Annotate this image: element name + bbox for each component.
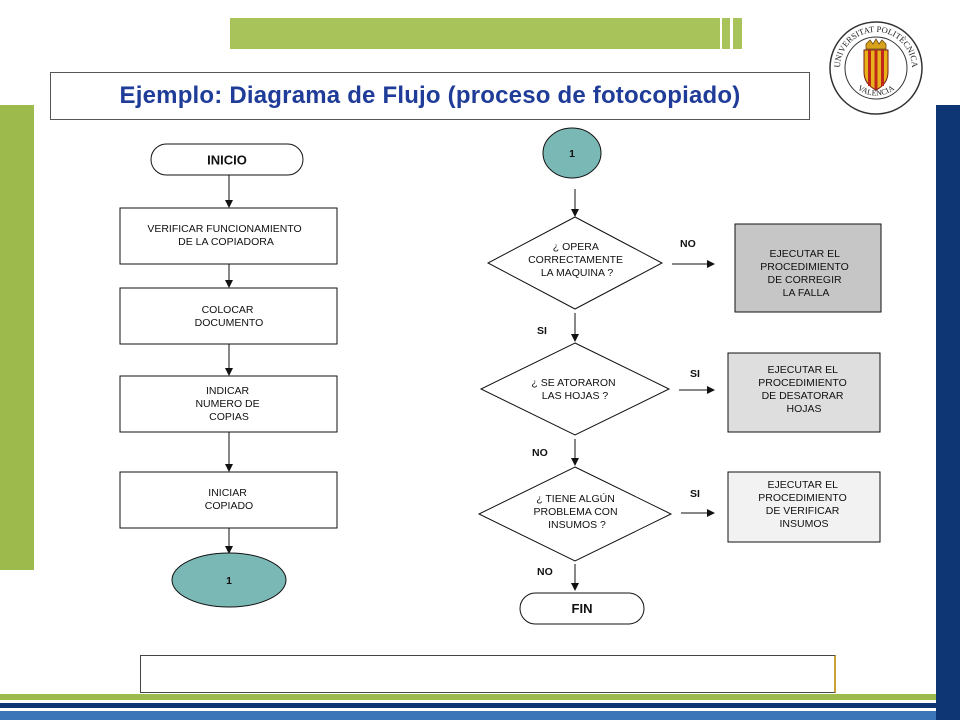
right-accent-bar	[936, 105, 960, 720]
decision-opera	[486, 216, 664, 310]
footer-stripe-navy	[0, 703, 936, 708]
action-corregir-falla	[734, 223, 882, 313]
action-desatorar-hojas	[727, 352, 881, 433]
action-verificar-insumos-text: EJECUTAR EL PROCEDIMIENTO DE VERIFICAR I…	[758, 479, 849, 530]
process-step-iniciar	[119, 471, 338, 529]
decision-insumos	[477, 466, 673, 562]
action-desatorar-hojas-text: EJECUTAR EL PROCEDIMIENTO DE DESATORAR H…	[758, 364, 849, 415]
action-verificar-insumos	[727, 471, 881, 543]
connector-left-label: 1	[226, 575, 232, 587]
process-step-verificar	[119, 207, 338, 265]
process-step-verificar-text: VERIFICAR FUNCIONAMIENTO DE LA COPIADORA	[147, 223, 304, 248]
branch-label-no: NO	[680, 238, 696, 250]
connector-left	[171, 552, 287, 608]
decision-insumos-text: ¿ TIENE ALGÚN PROBLEMA CON INSUMOS ?	[534, 492, 621, 531]
top-accent-stripe	[722, 18, 730, 49]
page-title: Ejemplo: Diagrama de Flujo (proceso de f…	[119, 82, 741, 109]
process-step-indicar	[119, 375, 338, 433]
footer-stripe-blue	[0, 711, 936, 720]
branch-label-no: NO	[537, 566, 553, 578]
top-accent-stripe	[733, 18, 742, 49]
branch-label-si: SI	[690, 488, 700, 500]
decision-atoraron-text: ¿ SE ATORARON LAS HOJAS ?	[531, 377, 618, 402]
action-corregir-falla-text: EJECUTAR EL PROCEDIMIENTO DE CORREGIR LA…	[760, 248, 851, 299]
footer-stripe-green	[0, 694, 936, 700]
empty-notes-box	[140, 655, 836, 693]
university-seal-logo: UNIVERSITAT POLITÈCNICA VALENCIA	[829, 21, 923, 115]
decision-atoraron	[479, 342, 671, 436]
process-step-iniciar-text: INICIAR COPIADO	[205, 487, 253, 512]
connector-right	[542, 127, 602, 179]
process-step-colocar-text: COLOCAR DOCUMENTO	[195, 304, 264, 329]
end-terminator	[519, 592, 645, 625]
title-box: Ejemplo: Diagrama de Flujo (proceso de f…	[50, 72, 810, 120]
connector-right-label: 1	[569, 148, 575, 160]
start-terminator	[150, 143, 304, 176]
left-accent-bar	[0, 105, 34, 570]
decision-opera-text: ¿ OPERA CORRECTAMENTE LA MAQUINA ?	[528, 241, 626, 279]
process-step-indicar-text: INDICAR NUMERO DE COPIAS	[195, 385, 262, 423]
start-label: INICIO	[207, 153, 247, 168]
branch-label-si: SI	[537, 325, 547, 337]
top-accent-bar	[230, 18, 720, 49]
process-step-colocar	[119, 287, 338, 345]
branch-label-no: NO	[532, 447, 548, 459]
branch-label-si: SI	[690, 368, 700, 380]
end-label: FIN	[572, 601, 593, 616]
